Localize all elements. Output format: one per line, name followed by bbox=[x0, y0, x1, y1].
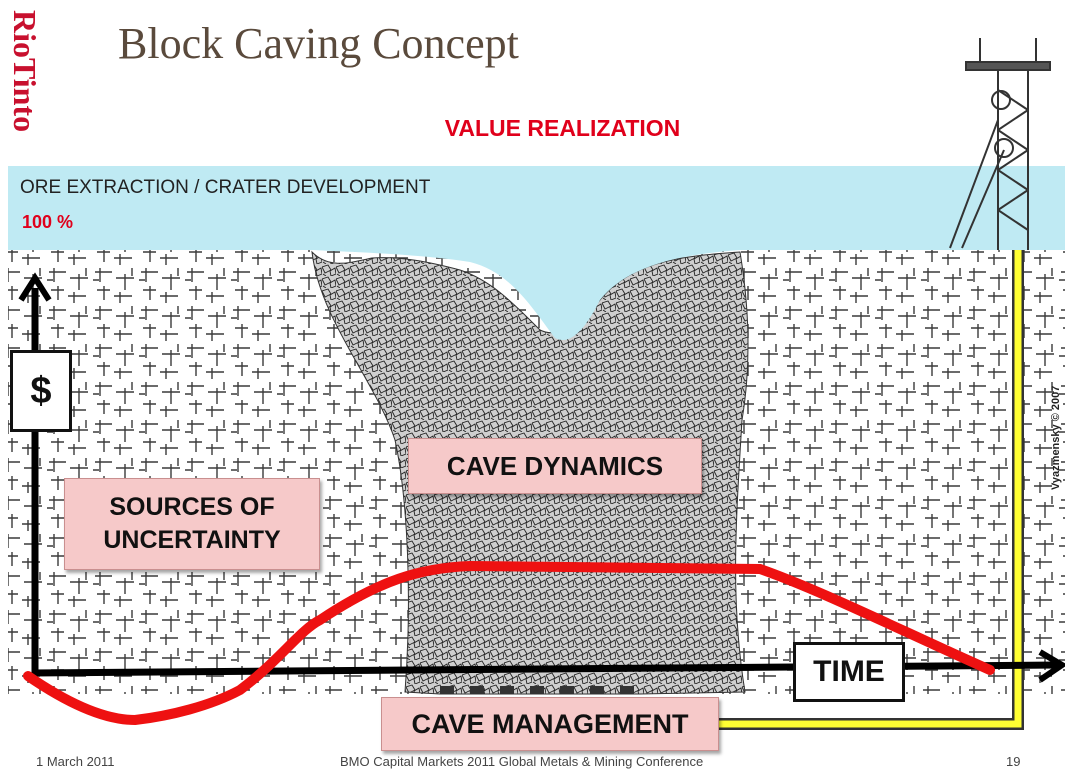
value-realization-curve bbox=[23, 560, 995, 726]
time-label-box: TIME bbox=[793, 642, 905, 702]
ore-extraction-label: ORE EXTRACTION / CRATER DEVELOPMENT bbox=[20, 177, 431, 198]
sources-line-2: UNCERTAINTY bbox=[103, 526, 281, 554]
cave-dynamics-box: CAVE DYNAMICS bbox=[408, 438, 702, 494]
page-title: Block Caving Concept bbox=[118, 19, 519, 68]
headframe-tower-icon bbox=[949, 38, 1051, 250]
image-credit: Vyazmensky © 2007 bbox=[1050, 385, 1062, 490]
footer-date: 1 March 2011 bbox=[36, 754, 115, 769]
crater bbox=[312, 250, 740, 341]
sources-line-1: SOURCES OF bbox=[109, 493, 275, 521]
logo-text: RioTinto bbox=[7, 10, 43, 132]
percent-label: 100 % bbox=[22, 212, 74, 232]
footer-page-number: 19 bbox=[1006, 754, 1021, 769]
footer-conference: BMO Capital Markets 2011 Global Metals &… bbox=[340, 754, 704, 769]
sky-band bbox=[8, 166, 1065, 250]
cave-management-box: CAVE MANAGEMENT bbox=[381, 697, 719, 751]
sources-of-uncertainty-box: SOURCES OF UNCERTAINTY bbox=[64, 478, 320, 570]
dollar-label-box: $ bbox=[10, 350, 72, 432]
subtitle-value-realization: VALUE REALIZATION bbox=[444, 115, 681, 141]
management-line-fill bbox=[717, 250, 1022, 728]
riotinto-logo: RioTinto bbox=[7, 10, 43, 132]
drawpoints bbox=[440, 686, 634, 694]
